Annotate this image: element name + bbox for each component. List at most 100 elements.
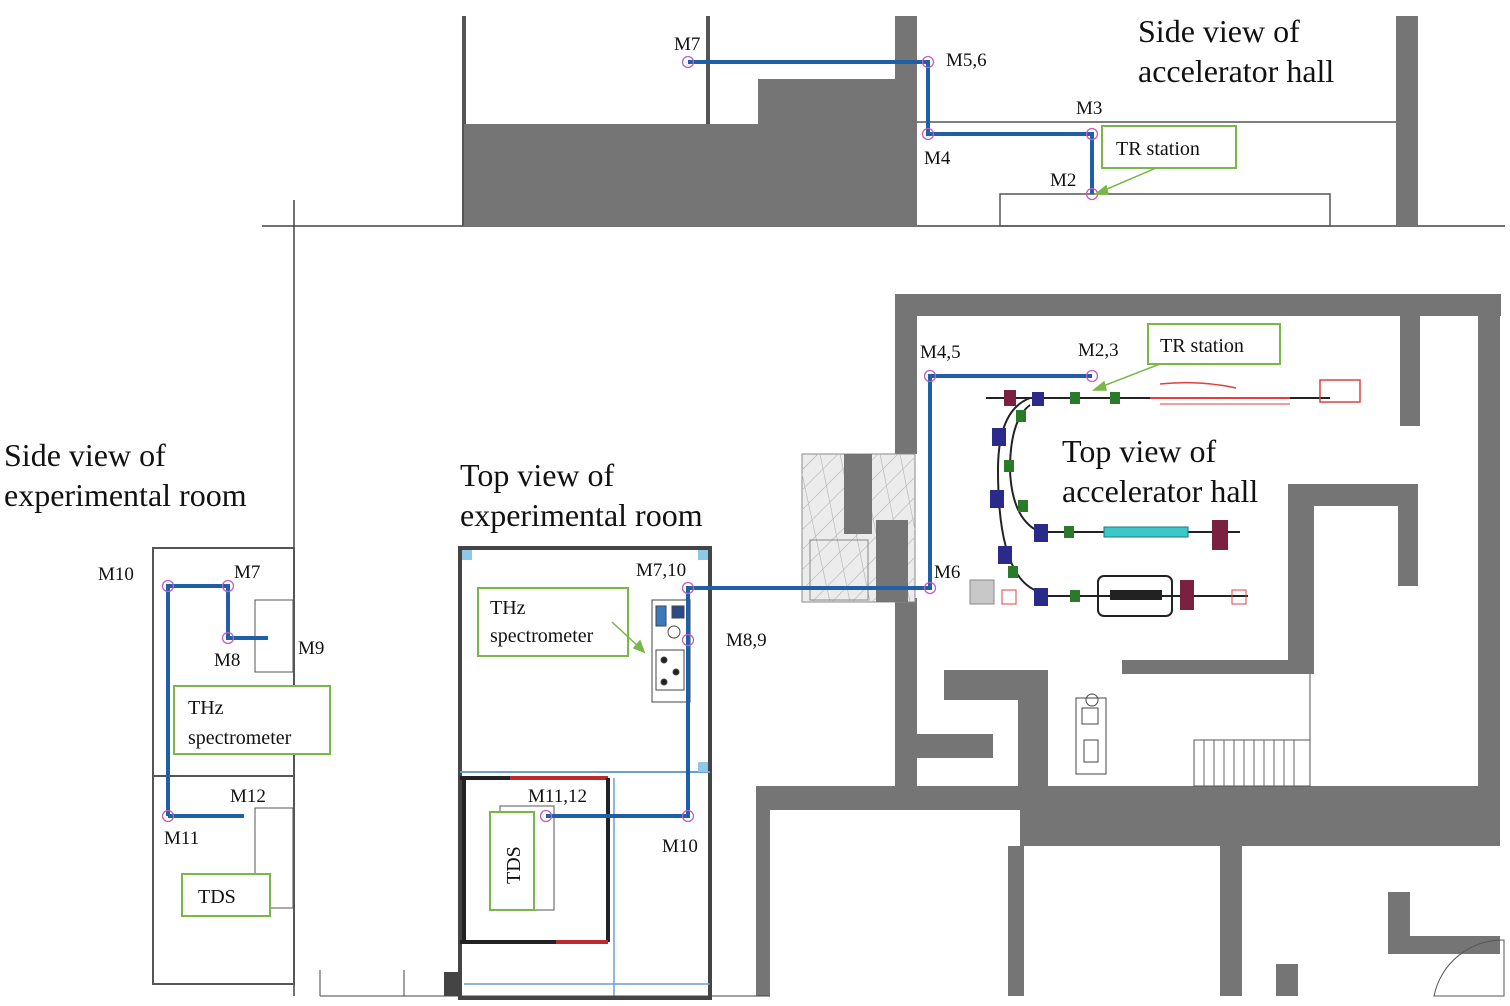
label-m23-top-accel: M2,3 xyxy=(1078,340,1119,361)
titles: Side view of accelerator hall Top view o… xyxy=(4,13,1334,533)
beam-paths xyxy=(166,60,1094,818)
corner-post-tl xyxy=(462,550,472,560)
label-m7-side-exp: M7 xyxy=(234,562,260,583)
tds-side-label: TDS xyxy=(198,886,236,908)
label-m10-side-exp: M10 xyxy=(98,564,134,585)
mirror-m23-top-accel xyxy=(1085,369,1099,383)
hall-lower-block-1 xyxy=(1008,846,1024,996)
thz-side-label-1: THz xyxy=(188,697,224,719)
label-m7-side-accel: M7 xyxy=(674,34,700,55)
hall-lower-block-2 xyxy=(1220,846,1242,996)
hall-wall-left-lower xyxy=(895,598,917,788)
side-block-high xyxy=(758,79,896,226)
mirror-m4-side-accel xyxy=(921,127,935,141)
thz-top-label-2: spectrometer xyxy=(490,625,594,647)
mirror-m8-side-exp xyxy=(221,631,235,645)
top-view-experimental-room xyxy=(319,546,770,1000)
mirror-m3-side-accel xyxy=(1085,127,1099,141)
label-m56-side-accel: M5,6 xyxy=(946,50,987,71)
accelerator-beamline xyxy=(969,379,1361,617)
hall-wall-inner-right xyxy=(1400,316,1420,426)
equipment-sketch xyxy=(1075,693,1107,775)
mirror-m6-top-accel xyxy=(923,581,937,595)
label-m12-side-exp: M12 xyxy=(230,786,266,807)
mirror-m56-side-accel xyxy=(921,55,935,69)
thz-top-box xyxy=(477,587,629,657)
side-view-experimental-room xyxy=(152,200,295,996)
label-m3-side-accel: M3 xyxy=(1076,98,1102,119)
thz-side-box xyxy=(173,685,331,755)
side-exp-outline xyxy=(152,547,295,985)
side-view-accelerator-hall xyxy=(262,16,1505,227)
mirror-m10-side-exp xyxy=(161,579,175,593)
label-connectors xyxy=(611,167,1161,654)
mirror-m710-top-exp xyxy=(681,581,695,595)
title-top-accel-line2: accelerator hall xyxy=(1062,473,1258,509)
hall-wall-right xyxy=(1478,294,1500,794)
hall-lower-block-5 xyxy=(1276,964,1298,996)
beam-path-top-transport xyxy=(546,374,1092,818)
hall-wall-mid xyxy=(1122,660,1312,674)
label-m2-side-accel: M2 xyxy=(1050,170,1076,191)
tr-station-top-box xyxy=(1147,323,1281,365)
mirror-m7-side-exp xyxy=(221,579,235,593)
tr-station-side-box xyxy=(1101,125,1237,169)
side-block-low xyxy=(464,124,760,226)
hall-pillar-a xyxy=(1288,484,1398,506)
label-m4-side-accel: M4 xyxy=(924,148,951,169)
title-side-accel-line1: Side view of xyxy=(1138,13,1300,49)
title-top-exp-line1: Top view of xyxy=(460,457,615,493)
mirror-labels: M7 M5,6 M3 M4 M2 M4,5 M2,3 M6 M7,10 M8,9… xyxy=(98,34,1119,857)
thz-side-label-2: spectrometer xyxy=(188,727,292,749)
label-m710-top-exp: M7,10 xyxy=(636,560,686,581)
mirror-m7-side-accel xyxy=(681,55,695,69)
title-side-exp-line2: experimental room xyxy=(4,477,247,513)
hall-pillar-b xyxy=(1398,484,1418,586)
staircase xyxy=(1193,739,1311,787)
mirror-m10-top-exp xyxy=(681,809,695,823)
mirror-m1112-top-exp xyxy=(539,809,553,823)
mirror-markers xyxy=(161,55,1099,823)
mirror-m89-top-exp xyxy=(681,633,695,647)
hall-block-2 xyxy=(1018,670,1048,786)
hall-bottom-stub xyxy=(1020,810,1500,846)
box-labels: TR station TR station THz spectrometer T… xyxy=(188,138,1244,908)
side-exp-lower-box xyxy=(254,807,294,909)
label-m11-side-exp: M11 xyxy=(164,828,199,849)
label-m6-top-accel: M6 xyxy=(934,562,960,583)
tr-station-side-label: TR station xyxy=(1116,138,1200,160)
label-m9-side-exp: M9 xyxy=(298,638,324,659)
hall-block-3 xyxy=(917,734,993,758)
mirror-m11-side-exp xyxy=(161,809,175,823)
label-m8-side-exp: M8 xyxy=(214,650,240,671)
side-wall-column-1 xyxy=(895,16,917,226)
label-m1112-top-exp: M11,12 xyxy=(528,786,587,807)
hall-wall-left-upper xyxy=(895,294,917,454)
hall-lower-block-4 xyxy=(1388,936,1500,954)
stair-steps xyxy=(1203,740,1295,786)
beam-path-side-accel xyxy=(688,60,1094,194)
thz-top-label-1: THz xyxy=(490,597,526,619)
top-view-accelerator-hall xyxy=(756,294,1505,997)
beam-path-side-exp-1 xyxy=(166,584,268,816)
hall-pillar-c xyxy=(1288,484,1314,674)
corner-post-ml xyxy=(698,762,708,772)
spectrometer-sketch xyxy=(651,599,691,703)
label-m45-top-accel: M4,5 xyxy=(920,342,961,363)
title-side-exp-line1: Side view of xyxy=(4,437,166,473)
hall-wall-top xyxy=(895,294,1501,316)
tr-station-top-label: TR station xyxy=(1160,335,1244,357)
mirror-m45-top-accel xyxy=(923,369,937,383)
label-boxes xyxy=(173,125,1281,917)
tds-top-box xyxy=(489,811,535,911)
tds-top-label: TDS xyxy=(503,846,525,884)
title-side-accel-line2: accelerator hall xyxy=(1138,53,1334,89)
tds-side-box xyxy=(181,873,271,917)
hall-left-down-wall xyxy=(756,786,770,996)
hall-bottom-wall xyxy=(756,786,1500,810)
shielding-block xyxy=(801,453,916,603)
label-m10-top-exp: M10 xyxy=(662,836,698,857)
floor-platform xyxy=(999,193,1331,227)
corner-post-tr xyxy=(698,550,708,560)
